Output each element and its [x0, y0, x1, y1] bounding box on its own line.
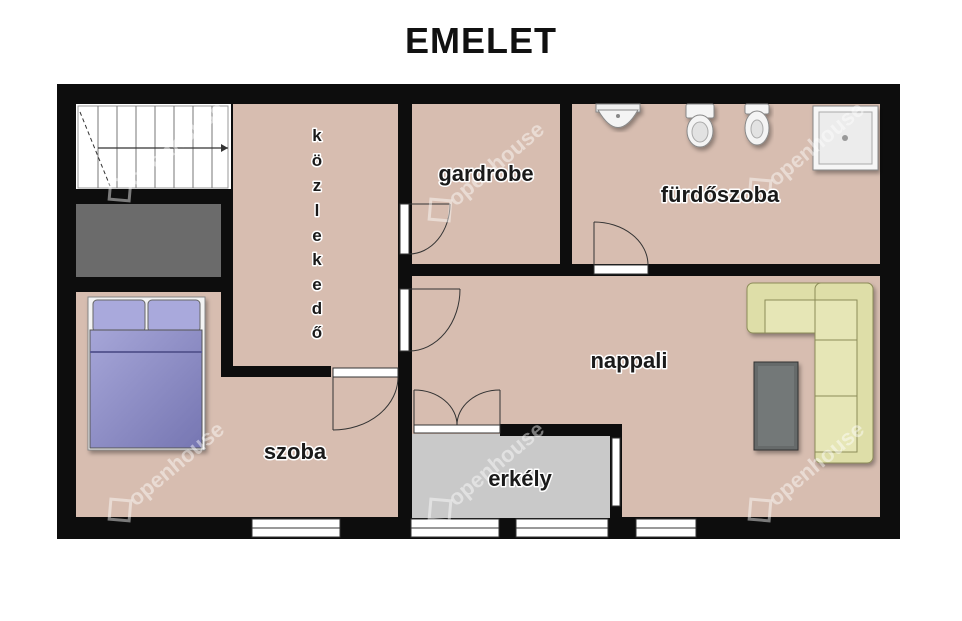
room-label-nappali: nappali: [590, 348, 667, 373]
room-label-furdoszoba: fürdőszoba: [661, 182, 780, 207]
kozlekedo-letter: d: [312, 299, 322, 318]
window: [410, 518, 500, 538]
window: [251, 518, 341, 538]
wall: [560, 104, 572, 276]
staircase: [77, 105, 229, 189]
bidet: [744, 103, 770, 146]
room-label-erkely: erkély: [488, 466, 552, 491]
door-erkely: [413, 389, 501, 434]
plan-title: EMELET: [404, 20, 557, 61]
room-label-kozlekedo: k ö z l e k e d ő: [310, 125, 323, 344]
door-gardrobe: [399, 203, 451, 255]
window: [635, 518, 697, 538]
coffee-table: [753, 361, 799, 451]
window: [515, 518, 609, 538]
door-nappali: [399, 288, 461, 352]
kozlekedo-letter: l: [315, 201, 320, 220]
room-label-gardrobe: gardrobe: [438, 161, 533, 186]
wall: [500, 424, 622, 436]
erkely-floor: [410, 434, 610, 518]
room-label-szoba: szoba: [264, 439, 327, 464]
kozlekedo-letter: k: [312, 126, 322, 145]
window: [611, 437, 621, 507]
kozlekedo-letter: z: [313, 176, 322, 195]
bed: [87, 296, 206, 451]
wall: [221, 366, 331, 377]
door-furdoszoba: [593, 221, 649, 275]
corner-sofa: [746, 282, 874, 464]
wall: [76, 189, 233, 204]
gardrobe-floor: [412, 104, 560, 264]
kozlekedo-letter: ő: [312, 323, 322, 342]
kozlekedo-letter: k: [312, 250, 322, 269]
wall: [76, 277, 233, 292]
kozlekedo-letter: ö: [312, 151, 322, 170]
kozlekedo-letter: e: [312, 275, 321, 294]
storage-box-floor: [76, 204, 221, 277]
shower-tray: [812, 105, 879, 171]
door-szoba: [332, 367, 399, 431]
sink: [595, 103, 641, 128]
kozlekedo-letter: e: [312, 226, 321, 245]
toilet: [685, 103, 715, 148]
